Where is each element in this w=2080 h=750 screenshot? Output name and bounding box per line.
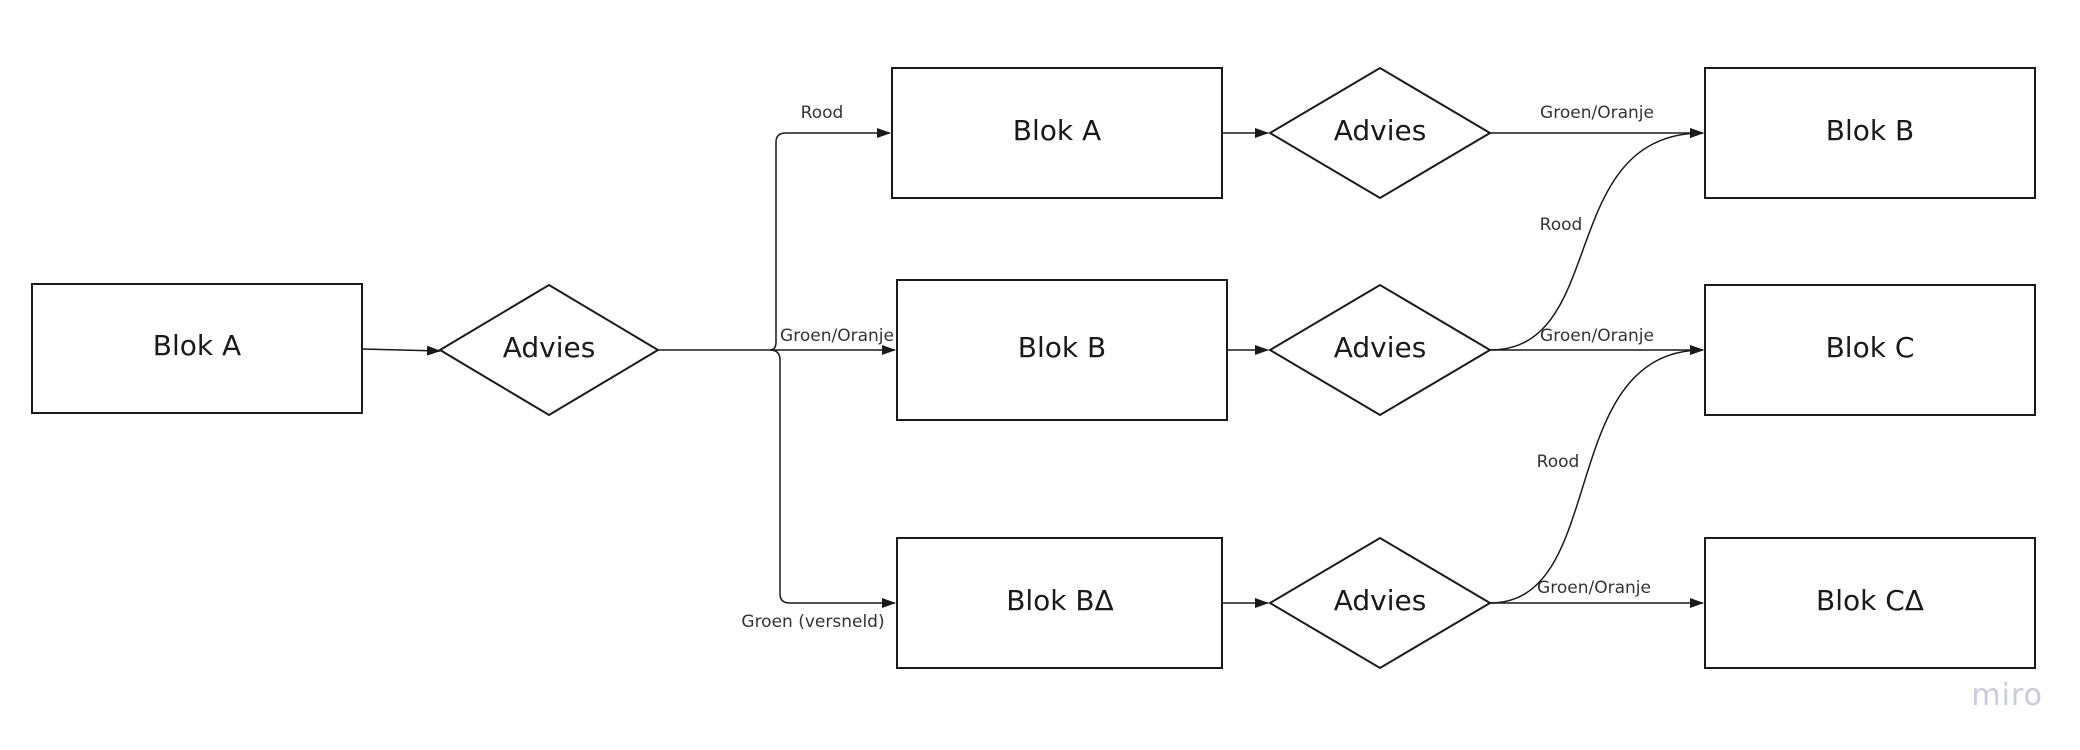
connectors	[361, 128, 1704, 608]
edge-labels: Rood Groen/Oranje Groen (versneld) Groen…	[741, 103, 1654, 632]
edge-rood-to-top-block[interactable]	[769, 128, 891, 351]
node-mid-advies[interactable]: Advies	[1268, 283, 1492, 417]
edge-start-block-to-advies[interactable]	[361, 345, 441, 356]
node-label: Blok CΔ	[1816, 584, 1924, 617]
edge-label-bot-rood: Rood	[1537, 452, 1580, 472]
node-label: Blok B	[1826, 114, 1914, 147]
node-start-advies[interactable]: Advies	[438, 283, 660, 417]
node-top-advies[interactable]: Advies	[1268, 66, 1492, 200]
edge-label-top-groen-oranje: Groen/Oranje	[1540, 103, 1654, 123]
node-label: Advies	[1334, 331, 1427, 364]
node-start-block[interactable]: Blok A	[31, 283, 363, 414]
node-top-target[interactable]: Blok B	[1704, 67, 2036, 199]
node-mid-block[interactable]: Blok B	[896, 279, 1228, 421]
edge-label-mid-groen-oranje: Groen/Oranje	[1540, 326, 1654, 346]
node-label: Blok B	[1018, 331, 1106, 364]
node-top-block[interactable]: Blok A	[891, 67, 1223, 199]
node-label: Blok BΔ	[1006, 584, 1114, 617]
node-bot-advies[interactable]: Advies	[1268, 536, 1492, 670]
node-label: Advies	[1334, 584, 1427, 617]
node-label: Blok A	[153, 329, 241, 362]
node-label: Advies	[1334, 114, 1427, 147]
edge-label-bot-groen-oranje: Groen/Oranje	[1537, 578, 1651, 598]
edge-bot-advies-rood-to-blok-c[interactable]	[1489, 345, 1704, 604]
edge-groen-versneld-to-bot-block[interactable]	[769, 349, 896, 608]
node-bot-block[interactable]: Blok BΔ	[896, 537, 1223, 669]
node-label: Advies	[503, 331, 596, 364]
miro-watermark: miro	[1971, 678, 2043, 713]
edge-label-groen-oranje-mid: Groen/Oranje	[780, 326, 894, 346]
edge-label-rood-top: Rood	[801, 103, 844, 123]
node-bot-target[interactable]: Blok CΔ	[1704, 537, 2036, 669]
edge-label-mid-rood: Rood	[1540, 215, 1583, 235]
node-label: Blok C	[1826, 331, 1915, 364]
node-mid-target[interactable]: Blok C	[1704, 284, 2036, 416]
node-label: Blok A	[1013, 114, 1101, 147]
edge-label-groen-versneld: Groen (versneld)	[741, 612, 884, 632]
edge-mid-advies-rood-to-blok-b[interactable]	[1489, 128, 1704, 351]
